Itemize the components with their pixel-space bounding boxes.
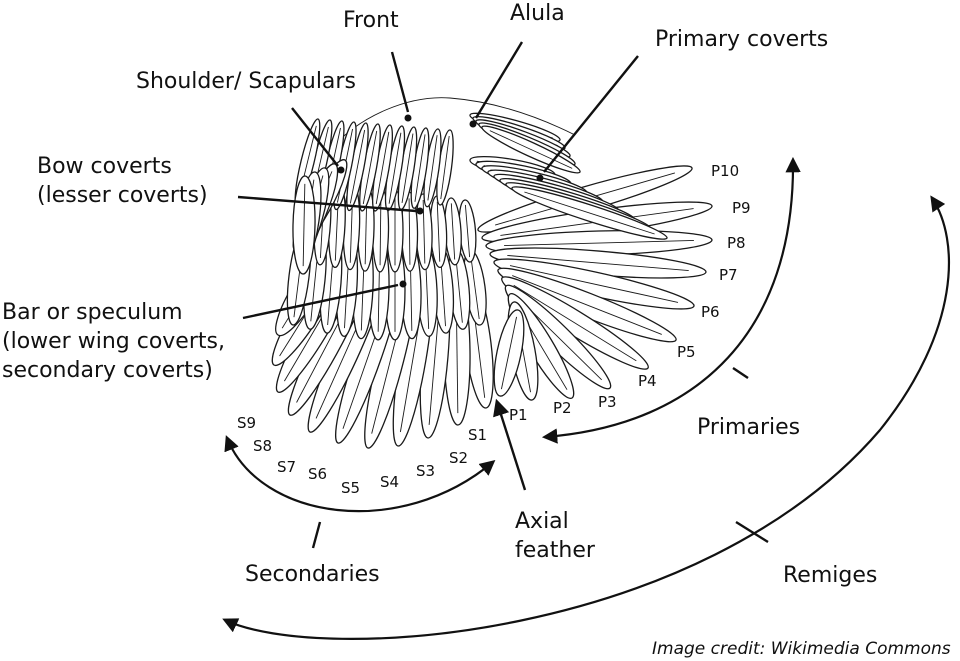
lesser-covert-feather-shaft xyxy=(401,133,414,204)
lesser-covert-feather-shaft xyxy=(388,132,402,204)
primary-number: P4 xyxy=(638,372,657,390)
primary-number: P8 xyxy=(727,234,746,252)
primary-feathers xyxy=(477,165,713,401)
remiges-tick xyxy=(735,520,769,544)
primaries-tick xyxy=(732,367,749,379)
primary-number: P7 xyxy=(719,266,738,284)
lesser-covert-feather-shaft xyxy=(362,130,378,205)
lesser-covert-feather-shaft xyxy=(349,129,366,204)
alula-leader xyxy=(474,41,524,119)
bow-coverts-label: Bow coverts xyxy=(37,154,172,179)
alula-label: Alula xyxy=(510,1,565,26)
image-credit: Image credit: Wikimedia Commons xyxy=(652,639,951,659)
primary-coverts-dot xyxy=(536,174,544,182)
primary-coverts-label: Primary coverts xyxy=(655,27,828,52)
primary-number: P1 xyxy=(509,406,528,424)
shoulder-dot xyxy=(337,166,345,174)
lesser-covert-feather-shaft xyxy=(375,131,390,205)
lesser-covert-feather-shaft xyxy=(414,134,426,202)
front-leader xyxy=(390,51,410,113)
alula-dot xyxy=(469,120,477,128)
axial-label: Axial xyxy=(515,509,569,534)
primary-number: P3 xyxy=(598,393,617,411)
secondary-number: S4 xyxy=(380,473,399,491)
lesser-covert-feather-shaft xyxy=(427,135,438,201)
shoulder-leader xyxy=(291,107,339,167)
secondary-number: S7 xyxy=(277,458,296,476)
primary-coverts-leader xyxy=(543,55,639,173)
lesser-covert-feather-shaft xyxy=(440,135,450,200)
front-label: Front xyxy=(343,8,399,33)
secondary-number: S8 xyxy=(253,437,272,455)
front-dot xyxy=(404,114,412,122)
primary-number: P6 xyxy=(701,303,720,321)
secondary-number: S6 xyxy=(308,465,327,483)
wing-drawing xyxy=(271,97,713,449)
bar-sub-label-1: (lower wing coverts, xyxy=(2,329,225,354)
secondary-number: S1 xyxy=(468,426,487,444)
bow-coverts-sub-label: (lesser coverts) xyxy=(37,183,208,208)
secondary-number: S9 xyxy=(237,414,256,432)
axial-arrow xyxy=(493,398,527,491)
remiges-label: Remiges xyxy=(783,563,877,588)
primary-number: P5 xyxy=(677,343,696,361)
bar-label: Bar or speculum xyxy=(2,300,183,325)
secondary-number: S2 xyxy=(449,449,468,467)
wing-top-outline xyxy=(329,97,576,151)
axial-label-2: feather xyxy=(515,538,596,563)
primary-number: P9 xyxy=(732,199,751,217)
group-arrows xyxy=(222,156,950,640)
primary-number: P2 xyxy=(553,399,572,417)
secondaries-tick xyxy=(311,521,322,549)
primaries-label: Primaries xyxy=(697,415,800,440)
secondary-number: S5 xyxy=(341,479,360,497)
remiges-arrow xyxy=(222,195,950,640)
bow-coverts-dot xyxy=(416,207,424,215)
bar-sub-label-2: secondary coverts) xyxy=(2,358,213,383)
shoulder-label: Shoulder/ Scapulars xyxy=(136,69,356,94)
secondaries-label: Secondaries xyxy=(245,562,380,587)
primary-number: P10 xyxy=(711,162,739,180)
bar-dot xyxy=(399,280,407,288)
secondary-number: S3 xyxy=(416,462,435,480)
